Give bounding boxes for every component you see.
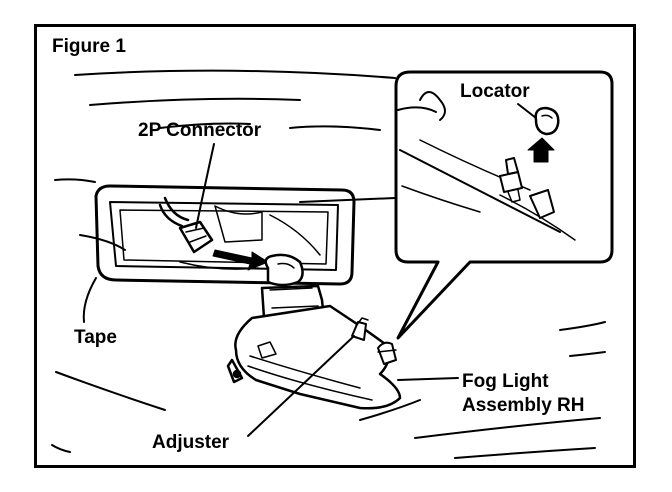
label-adjuster: Adjuster [152,432,230,453]
bumper-opening [94,184,356,286]
leader-locator [517,103,537,119]
label-fog-light-line2: Assembly RH [462,395,585,416]
leader-fog-light [397,377,459,381]
connect-arrow [212,249,269,271]
figure-title: Figure 1 [52,36,126,57]
leader-lines [82,103,537,437]
leader-tape [82,277,97,323]
label-tape: Tape [74,327,117,348]
label-locator: Locator [460,81,530,102]
connector-2p [158,196,214,254]
label-2p-connector: 2P Connector [138,120,262,141]
leader-connector [195,143,215,229]
locator-inset [394,70,614,340]
label-fog-light-line1: Fog Light [462,371,549,392]
bumper-contour-lines [51,69,606,459]
leader-adjuster [247,335,355,437]
fog-light-assembly [226,253,402,410]
